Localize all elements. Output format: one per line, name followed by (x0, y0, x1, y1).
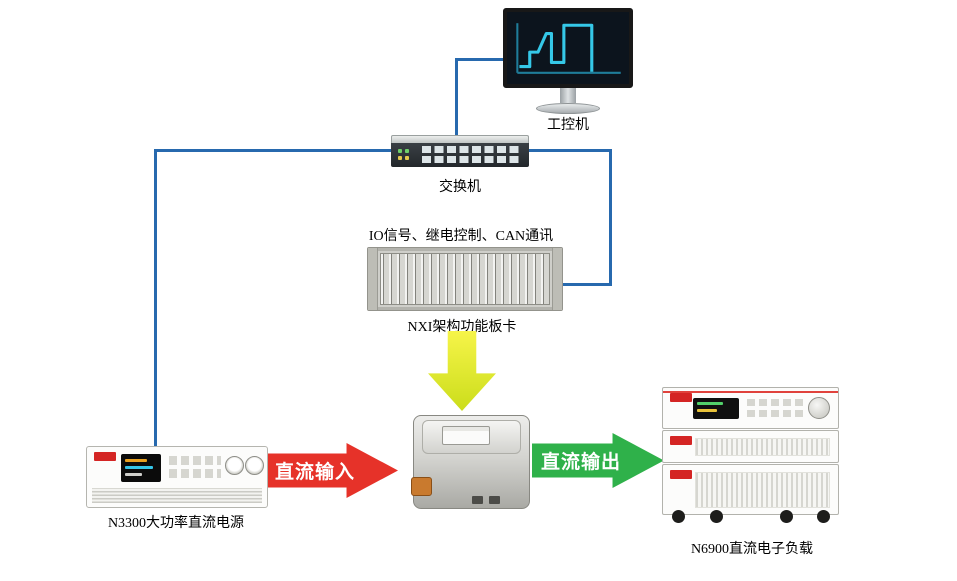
eload-grille-3 (695, 472, 830, 508)
eload-caster-2 (710, 510, 723, 523)
psu-socket-2 (245, 456, 264, 475)
psu-button-row-1 (169, 456, 221, 465)
eload-display-line-1 (697, 402, 723, 405)
switch-front-panel (391, 143, 529, 167)
eload-buttons (747, 399, 803, 419)
wire-switch-to-rack-vertical (609, 149, 612, 286)
switch-led-icons (398, 149, 402, 153)
eload-display-line-2 (697, 409, 717, 412)
eload-unit-3 (662, 464, 839, 515)
eload-display (693, 398, 739, 419)
wire-switch-to-rack-horizontal (529, 149, 612, 152)
psu-vent-grille (92, 488, 262, 503)
dc-output-label: 直流输出 (541, 452, 622, 473)
psu-label: N3300大功率直流电源 (107, 516, 245, 531)
arrow-dc-input: 直流输入 (266, 443, 398, 498)
switch-label: 交换机 (439, 180, 481, 195)
switch-ethernet-ports (422, 146, 522, 164)
wire-pc-to-switch-horizontal (455, 58, 505, 61)
dut-connector-1 (472, 496, 483, 504)
psu-button-rows (169, 456, 221, 480)
monitor-stand-base (536, 103, 600, 114)
eload-logo-1 (670, 393, 692, 402)
eload-button-row-2 (747, 410, 803, 417)
waveform-icon (516, 23, 621, 74)
io-signal-caption: IO信号、继电控制、CAN通讯 (368, 229, 554, 244)
psu-display-line-1 (125, 459, 147, 462)
wire-switch-to-psu-vertical (154, 149, 157, 446)
rack-ear-right (552, 248, 562, 310)
rack-card-slots (380, 253, 550, 305)
switch-top-panel (391, 135, 529, 143)
wire-pc-to-switch-vertical (455, 58, 458, 138)
monitor-screen (503, 8, 633, 88)
dut-connector-2 (489, 496, 500, 504)
eload-button-row-1 (747, 399, 803, 406)
dut-converter (411, 415, 530, 509)
psu-display (121, 454, 161, 482)
psu-display-line-2 (125, 466, 153, 469)
dc-input-label: 直流输入 (275, 462, 356, 483)
eload-grille-2 (695, 438, 830, 456)
psu-display-line-3 (125, 473, 142, 476)
n3300-power-supply (86, 446, 268, 508)
arrow-dc-output: 直流输出 (532, 433, 664, 488)
eload-unit-2 (662, 430, 839, 463)
psu-brand-logo (94, 452, 116, 461)
arrow-rack-to-dut-icon (428, 331, 496, 411)
eload-logo-3 (670, 470, 692, 479)
industrial-pc-monitor (503, 8, 633, 114)
eload-caster-1 (672, 510, 685, 523)
eload-unit-1 (662, 387, 839, 429)
eload-caster-4 (817, 510, 830, 523)
n6900-electronic-load (662, 387, 839, 523)
rack-ear-left (368, 248, 378, 310)
dut-nameplate (442, 426, 490, 445)
nxi-rack-chassis (367, 247, 563, 311)
network-switch (391, 135, 529, 167)
eload-logo-2 (670, 436, 692, 445)
eload-caster-3 (780, 510, 793, 523)
switch-port-row-bottom (422, 156, 522, 163)
eload-label: N6900直流电子负载 (690, 542, 814, 557)
dut-orange-connector (411, 477, 432, 496)
wire-rack-inlet-horizontal (560, 283, 612, 286)
wire-switch-to-psu-horizontal (154, 149, 392, 152)
eload-knob (808, 397, 830, 419)
nxi-rack-label: NXI架构功能板卡 (407, 320, 517, 335)
monitor-stand-neck (560, 88, 576, 103)
switch-port-row-top (422, 146, 522, 153)
psu-button-row-2 (169, 469, 221, 478)
psu-socket-1 (225, 456, 244, 475)
industrial-pc-label: 工控机 (547, 118, 589, 133)
